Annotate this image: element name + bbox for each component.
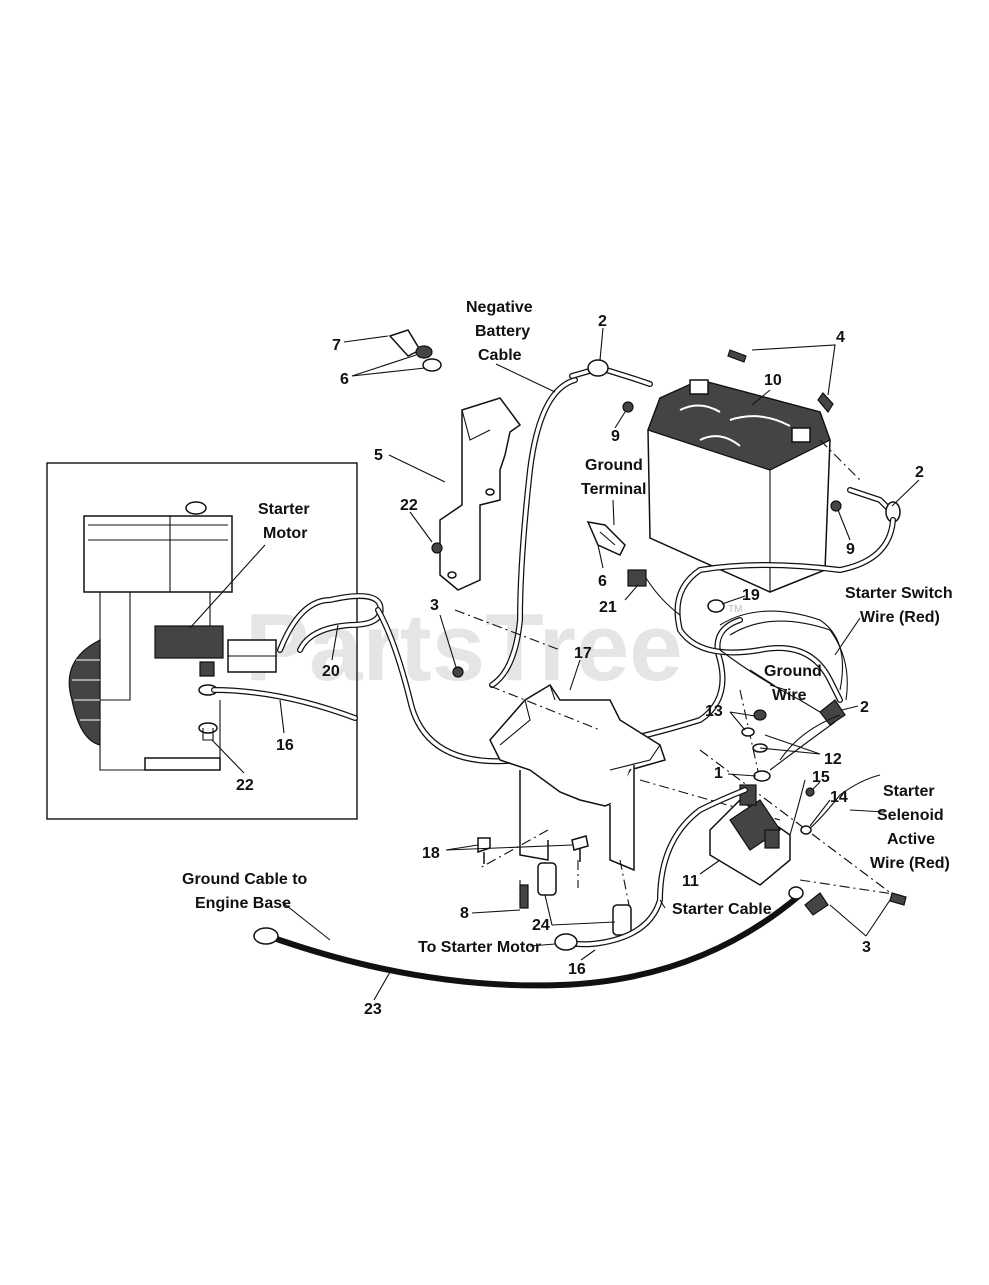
callout-4: 4 bbox=[836, 329, 845, 346]
callout-14: 14 bbox=[830, 789, 848, 806]
label-negative-3: Cable bbox=[478, 347, 522, 364]
callout-22: 22 bbox=[400, 497, 418, 514]
callout-9b: 9 bbox=[846, 541, 855, 558]
spacer-24a bbox=[537, 862, 557, 896]
bolt-18a bbox=[477, 837, 491, 864]
nut-22 bbox=[431, 542, 443, 554]
label-solenoid-4: Wire (Red) bbox=[870, 855, 950, 872]
nut-9b bbox=[830, 500, 842, 512]
bolt-4a bbox=[727, 349, 747, 363]
callout-9a: 9 bbox=[611, 428, 620, 445]
label-ground-terminal-1: Ground bbox=[585, 457, 643, 474]
callout-17: 17 bbox=[574, 645, 592, 662]
callout-13: 13 bbox=[705, 703, 723, 720]
terminal-19 bbox=[707, 599, 725, 613]
starter-switch-wire bbox=[719, 610, 843, 691]
cable-end-23a bbox=[253, 927, 279, 945]
label-starter-cable: Starter Cable bbox=[672, 901, 772, 918]
label-ground-wire-2: Wire bbox=[772, 687, 807, 704]
callout-20: 20 bbox=[322, 663, 340, 680]
engine-inset: Starter Motor 20 16 22 bbox=[46, 462, 384, 820]
ground-terminal bbox=[586, 521, 626, 556]
spacer-24b bbox=[612, 904, 632, 936]
cable-end-2a bbox=[587, 359, 609, 377]
label-negative-2: Battery bbox=[475, 323, 530, 340]
callout-22-inset: 22 bbox=[236, 777, 254, 794]
engine-block bbox=[83, 515, 233, 593]
inset-frame bbox=[46, 462, 358, 820]
nut-3a bbox=[452, 666, 464, 678]
label-solenoid-2: Selenoid bbox=[877, 807, 944, 824]
nut-9a bbox=[622, 401, 634, 413]
callout-23: 23 bbox=[364, 1001, 382, 1018]
label-negative-1: Negative bbox=[466, 299, 533, 316]
connector-21 bbox=[627, 569, 647, 587]
label-ground-cable-1: Ground Cable to bbox=[182, 871, 308, 888]
label-starter-motor-2: Motor bbox=[263, 525, 307, 542]
nut-13 bbox=[753, 709, 767, 721]
bolt-18b bbox=[571, 835, 589, 862]
terminal-14 bbox=[800, 825, 812, 835]
label-solenoid-1: Starter bbox=[883, 783, 935, 800]
label-ground-cable-2: Engine Base bbox=[195, 895, 291, 912]
watermark: PartsTree bbox=[245, 594, 683, 701]
watermark-trademark: TM bbox=[728, 604, 742, 615]
battery-terminal-negative bbox=[689, 379, 709, 395]
callout-8: 8 bbox=[460, 905, 469, 922]
label-to-starter-motor: To Starter Motor bbox=[418, 939, 541, 956]
cable-end-16 bbox=[554, 933, 578, 951]
callout-6b: 6 bbox=[598, 573, 607, 590]
callout-16-inset: 16 bbox=[276, 737, 294, 754]
bolt-3b bbox=[804, 892, 829, 916]
label-starter-motor-1: Starter bbox=[258, 501, 310, 518]
starter-cable bbox=[565, 787, 748, 948]
battery-bracket bbox=[439, 397, 522, 591]
callout-16: 16 bbox=[568, 961, 586, 978]
callout-18: 18 bbox=[422, 845, 440, 862]
terminal-2c bbox=[819, 699, 846, 726]
callout-5: 5 bbox=[374, 447, 383, 464]
bolt-4b bbox=[817, 392, 834, 414]
washer-6 bbox=[415, 345, 433, 359]
screw-8 bbox=[519, 884, 529, 909]
callout-24: 24 bbox=[532, 917, 550, 934]
label-starter-switch-2: Wire (Red) bbox=[860, 609, 940, 626]
callout-1: 1 bbox=[714, 765, 723, 782]
label-solenoid-3: Active bbox=[887, 831, 935, 848]
callout-2b: 2 bbox=[915, 464, 924, 481]
label-ground-wire-1: Ground bbox=[764, 663, 822, 680]
callout-2c: 2 bbox=[860, 699, 869, 716]
mount-bracket bbox=[489, 683, 666, 872]
callout-3a: 3 bbox=[430, 597, 439, 614]
battery bbox=[647, 379, 831, 593]
callout-3b: 3 bbox=[862, 939, 871, 956]
starter-solenoid bbox=[709, 784, 791, 886]
callout-21: 21 bbox=[599, 599, 617, 616]
callout-10: 10 bbox=[764, 372, 782, 389]
callout-15: 15 bbox=[812, 769, 830, 786]
callout-7: 7 bbox=[332, 337, 341, 354]
label-ground-terminal-2: Terminal bbox=[581, 481, 647, 498]
washer-1 bbox=[753, 770, 771, 782]
callout-19: 19 bbox=[742, 587, 760, 604]
label-starter-switch-1: Starter Switch bbox=[845, 585, 953, 602]
callout-2a: 2 bbox=[598, 313, 607, 330]
callout-12: 12 bbox=[824, 751, 842, 768]
starter-motor-inset bbox=[154, 625, 224, 659]
air-filter bbox=[68, 639, 101, 746]
callout-6a: 6 bbox=[340, 371, 349, 388]
callout-11: 11 bbox=[682, 873, 699, 890]
battery-terminal-positive bbox=[791, 427, 811, 443]
